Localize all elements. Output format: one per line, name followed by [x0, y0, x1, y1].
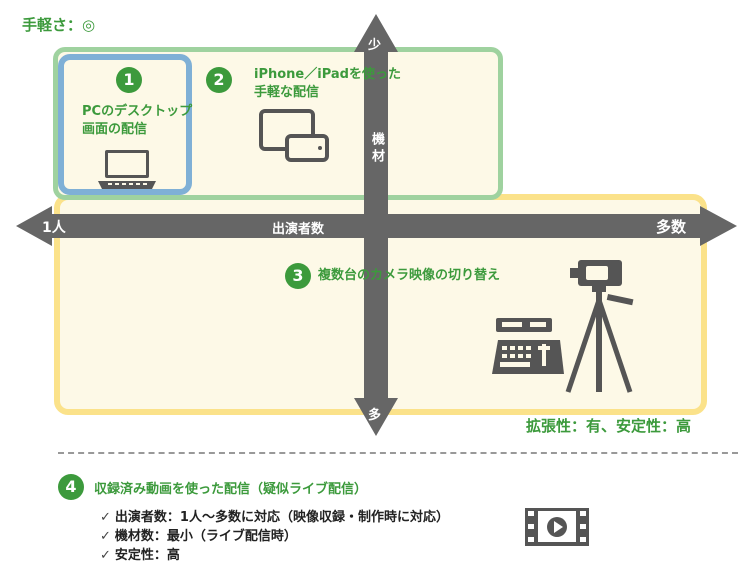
- quadrant-2-number: 2: [206, 67, 232, 93]
- item-4-number: 4: [58, 474, 84, 500]
- check-icon: ✓: [100, 548, 111, 563]
- axis-bottom-label: 多: [368, 408, 382, 423]
- quadrant-1-number: 1: [116, 67, 142, 93]
- item-4-title: 収録済み動画を使った配信（疑似ライブ配信）: [94, 482, 368, 497]
- bullet-equipment: ✓機材数：最小（ライブ配信時）: [100, 527, 449, 546]
- vertical-axis-arrow: [354, 14, 398, 436]
- quadrant-3-text: 複数台のカメラ映像の切り替え: [318, 268, 501, 283]
- video-camera-tripod-icon: [565, 260, 634, 393]
- quadrant-2-text: iPhone／iPadを使った 手軽な配信: [254, 67, 401, 100]
- separator-line: [58, 452, 738, 454]
- quadrant-3-number: 3: [285, 263, 311, 289]
- quadrant-1-text: PCのデスクトップ 画面の配信: [82, 104, 193, 137]
- bullet-equipment-text: 機材数：最小（ライブ配信時）: [114, 529, 297, 544]
- laptop-icon: [98, 150, 156, 189]
- axis-right-label: 多数: [656, 218, 687, 236]
- video-switcher-icon: [492, 318, 564, 374]
- axis-center-label: 出演者数: [272, 222, 325, 237]
- ease-label: 手軽さ：◎: [22, 16, 96, 34]
- axis-vertical-label: 機材: [369, 132, 384, 166]
- check-icon: ✓: [100, 529, 111, 544]
- axis-left-label: 1人: [42, 220, 66, 236]
- item-4-bullets: ✓出演者数：1人〜多数に対応（映像収録・制作時に対応） ✓機材数：最小（ライブ配…: [100, 508, 449, 565]
- axis-top-label: 少: [368, 38, 382, 53]
- bullet-performers-text: 出演者数：1人〜多数に対応（映像収録・制作時に対応）: [114, 510, 449, 525]
- bullet-stability-text: 安定性：高: [114, 548, 180, 563]
- tablet-phone-icon: [259, 109, 329, 162]
- stability-label: 拡張性：有、安定性：高: [526, 417, 692, 435]
- bullet-stability: ✓安定性：高: [100, 546, 449, 565]
- film-strip-play-icon: [525, 508, 589, 546]
- bullet-performers: ✓出演者数：1人〜多数に対応（映像収録・制作時に対応）: [100, 508, 449, 527]
- check-icon: ✓: [100, 510, 111, 525]
